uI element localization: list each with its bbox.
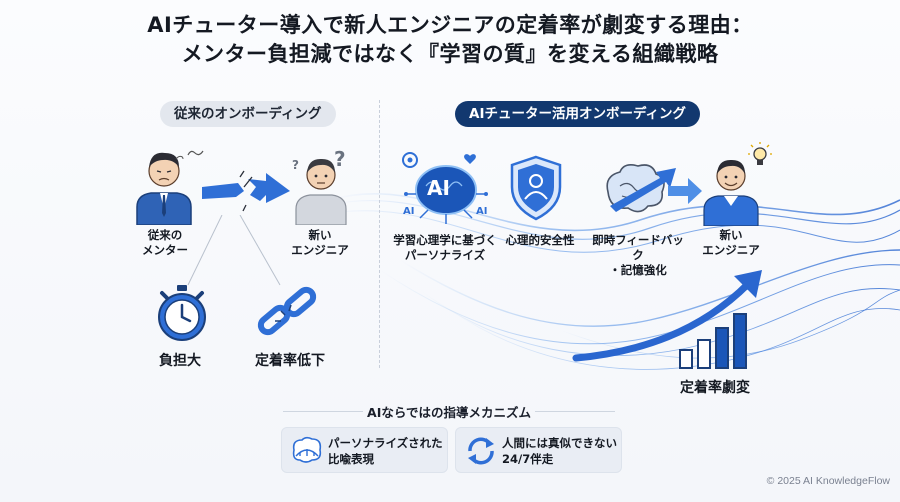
page-title-line1: AIチューター導入で新人エンジニアの定着率が劇変する理由： [147, 13, 753, 37]
mechanism-heading: AIならではの指導メカニズム [367, 405, 531, 420]
step-feedback-label: 即時フィードバック・記憶強化 [592, 233, 684, 277]
mechanism-card-metaphor: パーソナライズされた 比喩表現 [281, 427, 448, 473]
flow-arrow-right-icon [668, 178, 702, 204]
question-mark-icon: ? [334, 147, 346, 171]
newbie-confident-person-icon [703, 159, 759, 226]
stress-scribble-icon [187, 150, 204, 156]
page-title-line2: メンター負担減ではなく『学習の質』を変える組織戦略 [181, 42, 719, 66]
broken-arrow-icon [202, 170, 290, 212]
ai-side-label-right: AI [476, 206, 488, 217]
mechanism-rule-left [283, 411, 363, 412]
card1-line1: パーソナライズされた [328, 436, 443, 450]
question-mark-small-icon: ? [292, 158, 299, 172]
growth-bar-chart-icon [572, 270, 762, 369]
ai-brain-label: AI [427, 176, 450, 200]
broken-chain-icon [257, 286, 317, 336]
step-personalize-label: 学習心理学に基づくパーソナライズ [393, 233, 497, 262]
section-label-traditional: 従来のオンボーディング [160, 101, 336, 127]
card2-line2: 24/7伴走 [502, 452, 554, 466]
section-divider [379, 100, 380, 368]
brain-growth-icon [606, 164, 676, 213]
newbie-label-right: 新いエンジニア [702, 228, 760, 257]
retention-surge-label: 定着率劇変 [680, 380, 750, 396]
retention-low-label: 定着率低下 [255, 353, 325, 369]
stopwatch-icon [158, 285, 206, 341]
step-psych-safety-label: 心理的安全性 [505, 233, 575, 247]
brain-bridge-icon [292, 436, 322, 463]
mentor-label: 従来のメンター [142, 228, 188, 257]
mechanism-rule-right [535, 411, 615, 412]
mentor-person-icon [136, 152, 192, 225]
cycle-arrows-icon [468, 437, 494, 465]
section-label-ai: AIチューター活用オンボーディング [455, 101, 701, 127]
card2-line1: 人間には真似できない [502, 436, 617, 450]
connector-lines [187, 215, 281, 286]
ai-side-label-left: AI [403, 206, 415, 217]
card1-line2: 比喩表現 [328, 452, 374, 466]
lightbulb-icon [748, 142, 772, 165]
newbie-person-icon [295, 158, 347, 225]
mechanism-card-247: 人間には真似できない 24/7伴走 [455, 427, 622, 473]
copyright-footer: © 2025 AI KnowledgeFlow [766, 475, 890, 487]
ai-brain-icon [402, 152, 488, 224]
newbie-label-left: 新いエンジニア [291, 228, 349, 257]
burden-label: 負担大 [159, 353, 201, 369]
shield-person-icon [510, 155, 562, 221]
